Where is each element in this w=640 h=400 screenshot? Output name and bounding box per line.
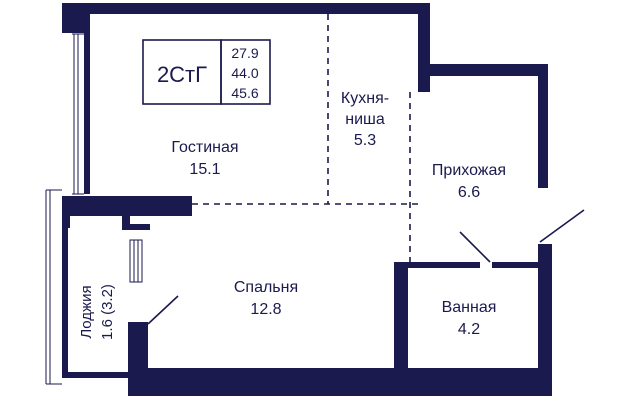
room-area: 6.6 bbox=[458, 184, 480, 201]
room-area: 4.2 bbox=[458, 321, 480, 338]
apartment-type-label: 2СтГ bbox=[157, 62, 207, 87]
apartment-info-box: 2СтГ 27.9 44.0 45.6 bbox=[142, 39, 271, 105]
room-area: 1.6 (3.2) bbox=[99, 284, 116, 340]
room-loggia: Лоджия 1.6 (3.2) bbox=[78, 284, 116, 340]
doors bbox=[147, 209, 585, 325]
room-hall: Прихожая 6.6 bbox=[432, 162, 506, 201]
room-area: 15.1 bbox=[189, 161, 220, 178]
areas-box bbox=[220, 39, 271, 105]
room-name-line2: ниша bbox=[345, 111, 385, 128]
room-name-line1: Кухня- bbox=[341, 90, 389, 107]
room-name: Лоджия bbox=[78, 285, 95, 338]
area-value-3: 45.6 bbox=[231, 85, 258, 101]
room-living: Гостиная 15.1 bbox=[171, 139, 238, 178]
area-value-2: 44.0 bbox=[231, 65, 258, 81]
zone-dividers bbox=[192, 14, 418, 262]
room-name: Спальня bbox=[234, 279, 298, 296]
window-glazing bbox=[45, 33, 143, 385]
room-name: Гостиная bbox=[171, 139, 238, 156]
room-kitchen: Кухня- ниша 5.3 bbox=[341, 90, 389, 149]
room-bathroom: Ванная 4.2 bbox=[442, 299, 497, 338]
room-area: 5.3 bbox=[354, 132, 376, 149]
room-name: Прихожая bbox=[432, 162, 506, 179]
area-value-1: 27.9 bbox=[231, 45, 258, 61]
room-name: Ванная bbox=[442, 299, 497, 316]
room-area: 12.8 bbox=[250, 301, 281, 318]
room-bedroom: Спальня 12.8 bbox=[234, 279, 298, 318]
walls bbox=[62, 3, 552, 396]
